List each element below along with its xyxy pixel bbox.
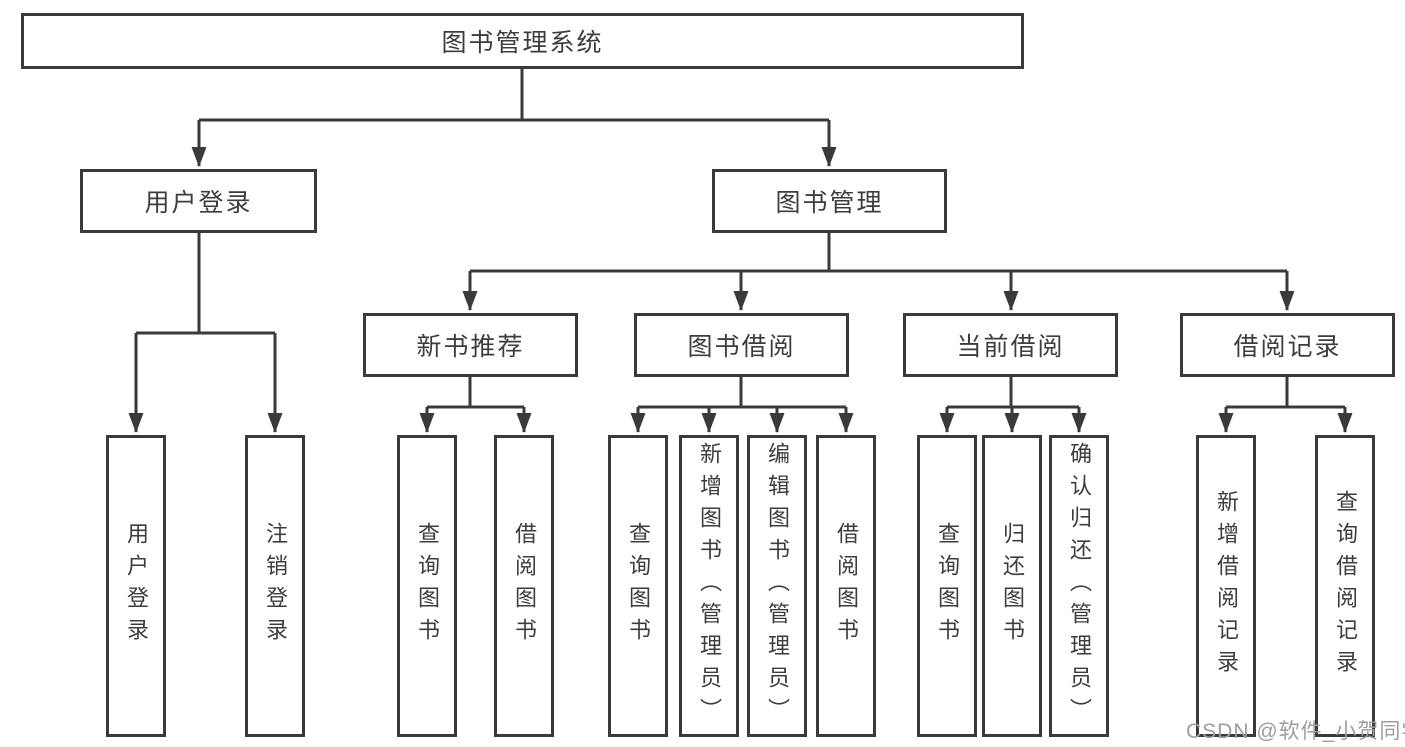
leaf-current-return-book: 归还图书	[982, 435, 1042, 737]
leaf-record-query-borrow-record: 查询借阅记录	[1315, 435, 1375, 737]
leaf-recommend-borrow-book: 借阅图书	[494, 435, 554, 737]
leaf-borrow-add-book-admin: 新增图书（管理员）	[679, 435, 739, 737]
node-book-borrow: 图书借阅	[634, 313, 849, 377]
leaf-record-query-borrow-record-label: 查询借阅记录	[1333, 490, 1358, 682]
leaf-user-login-label: 用户登录	[124, 522, 149, 650]
leaf-borrow-query-book-label: 查询图书	[626, 522, 651, 650]
leaf-current-confirm-return-admin: 确认归还（管理员）	[1049, 435, 1109, 737]
node-user-login-label: 用户登录	[144, 189, 253, 217]
leaf-user-login: 用户登录	[106, 435, 166, 737]
leaf-recommend-query-book-label: 查询图书	[415, 522, 440, 650]
node-borrow-record: 借阅记录	[1180, 313, 1395, 377]
node-current-borrow-label: 当前借阅	[956, 333, 1065, 361]
leaf-recommend-query-book: 查询图书	[397, 435, 457, 737]
leaf-borrow-borrow-book: 借阅图书	[816, 435, 876, 737]
leaf-current-return-book-label: 归还图书	[1000, 522, 1025, 650]
leaf-current-query-book-label: 查询图书	[935, 522, 960, 650]
leaf-recommend-borrow-book-label: 借阅图书	[512, 522, 537, 650]
leaf-record-add-borrow-record: 新增借阅记录	[1196, 435, 1256, 737]
leaf-current-query-book: 查询图书	[917, 435, 977, 737]
node-current-borrow: 当前借阅	[903, 313, 1118, 377]
leaf-borrow-edit-book-admin-label: 编辑图书（管理员）	[765, 442, 790, 730]
node-book-management: 图书管理	[712, 169, 947, 233]
leaf-logout-login-label: 注销登录	[263, 522, 288, 650]
node-user-login: 用户登录	[80, 169, 317, 233]
leaf-current-confirm-return-admin-label: 确认归还（管理员）	[1067, 442, 1092, 730]
leaf-borrow-borrow-book-label: 借阅图书	[834, 522, 859, 650]
leaf-borrow-add-book-admin-label: 新增图书（管理员）	[697, 442, 722, 730]
csdn-watermark: CSDN @软件_小贺同学	[1186, 720, 1405, 743]
node-borrow-record-label: 借阅记录	[1233, 333, 1342, 361]
leaf-logout-login: 注销登录	[245, 435, 305, 737]
leaf-borrow-query-book: 查询图书	[608, 435, 668, 737]
node-book-management-label: 图书管理	[775, 189, 884, 217]
node-new-book-recommend: 新书推荐	[363, 313, 578, 377]
node-root-label: 图书管理系统	[441, 29, 604, 57]
node-book-borrow-label: 图书借阅	[687, 333, 796, 361]
node-new-book-recommend-label: 新书推荐	[416, 333, 525, 361]
node-root-system: 图书管理系统	[21, 13, 1024, 69]
leaf-borrow-edit-book-admin: 编辑图书（管理员）	[747, 435, 807, 737]
leaf-record-add-borrow-record-label: 新增借阅记录	[1214, 490, 1239, 682]
